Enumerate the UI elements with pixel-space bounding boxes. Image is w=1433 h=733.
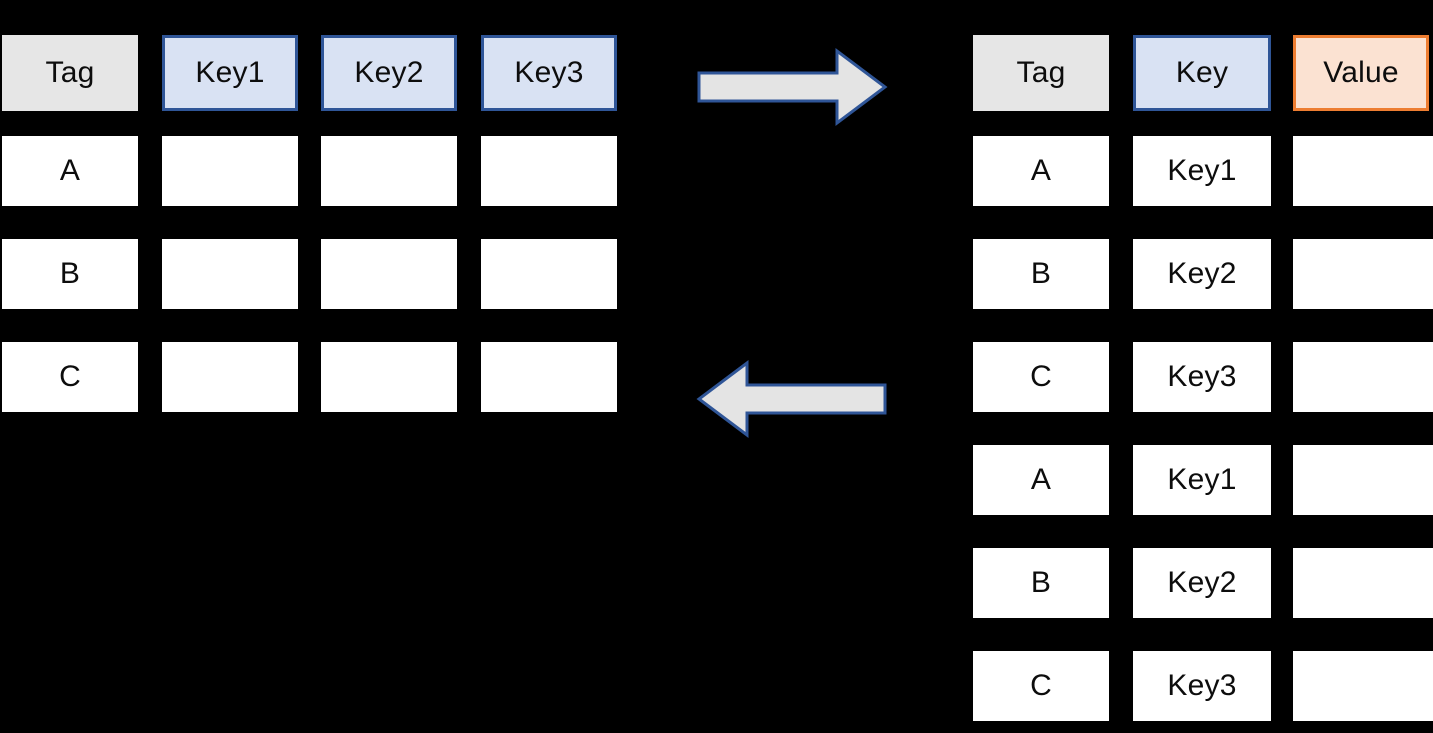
tall-cell-value	[1293, 136, 1433, 206]
tall-cell-value	[1293, 239, 1433, 309]
tall-cell-key: Key1	[1133, 445, 1271, 515]
tall-cell-value	[1293, 651, 1433, 721]
wide-cell-value	[321, 342, 457, 412]
tall-cell-tag: C	[973, 651, 1109, 721]
wide-header-key1: Key1	[162, 35, 298, 111]
arrow-left-pivot	[696, 360, 887, 438]
tall-cell-key: Key1	[1133, 136, 1271, 206]
wide-cell-value	[162, 342, 298, 412]
tall-cell-value	[1293, 342, 1433, 412]
wide-header-key3: Key3	[481, 35, 617, 111]
arrow-right-unpivot	[697, 48, 888, 126]
wide-cell-value	[321, 239, 457, 309]
tall-header-key: Key	[1133, 35, 1271, 111]
wide-header-tag: Tag	[2, 35, 138, 111]
tall-header-value: Value	[1293, 35, 1429, 111]
wide-cell-value	[321, 136, 457, 206]
tall-cell-tag: C	[973, 342, 1109, 412]
tall-cell-key: Key2	[1133, 548, 1271, 618]
wide-cell-tag: B	[2, 239, 138, 309]
tall-cell-tag: B	[973, 548, 1109, 618]
tall-header-tag: Tag	[973, 35, 1109, 111]
wide-cell-value	[481, 342, 617, 412]
tall-cell-key: Key3	[1133, 651, 1271, 721]
wide-cell-value	[162, 239, 298, 309]
tall-cell-key: Key3	[1133, 342, 1271, 412]
wide-cell-value	[481, 136, 617, 206]
wide-cell-value	[481, 239, 617, 309]
tall-cell-tag: A	[973, 136, 1109, 206]
tall-cell-key: Key2	[1133, 239, 1271, 309]
tall-cell-tag: B	[973, 239, 1109, 309]
wide-cell-tag: C	[2, 342, 138, 412]
wide-cell-tag: A	[2, 136, 138, 206]
tall-cell-value	[1293, 548, 1433, 618]
tall-cell-value	[1293, 445, 1433, 515]
wide-header-key2: Key2	[321, 35, 457, 111]
wide-cell-value	[162, 136, 298, 206]
tall-cell-tag: A	[973, 445, 1109, 515]
